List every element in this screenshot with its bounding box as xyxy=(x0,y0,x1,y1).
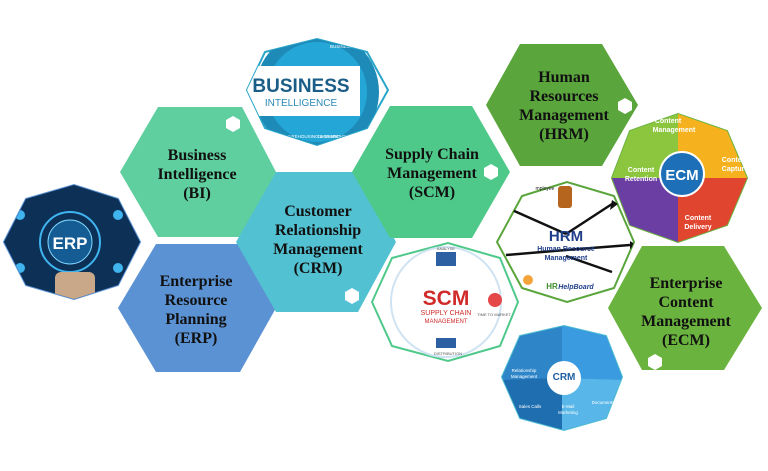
hrm-hexagon xyxy=(486,44,638,166)
scm-image-title: SCM xyxy=(423,287,470,310)
scm-image: ANALYSE SCM SUPPLY CHAIN MANAGEMENT DIST… xyxy=(370,241,520,363)
ecm-image-seg4-a: Content xyxy=(685,215,712,222)
scm-label-2: Management xyxy=(387,165,477,182)
ecm-image-seg2-b: Capture xyxy=(722,166,749,173)
crm-image-center: CRM xyxy=(553,372,576,383)
scm-image-time: TIME TO MARKET xyxy=(477,312,511,317)
ecm-image-seg2-a: Content xyxy=(722,157,749,164)
hrm-label-1: Human xyxy=(538,69,590,86)
erp-label-3: Planning xyxy=(165,311,226,328)
bi-image: BUSINESS PERFORMANCE MANAGEMENT DATA WAR… xyxy=(245,37,423,147)
bi-dot-icon xyxy=(226,116,240,132)
bi-image-segment-3: DATA ARCHITECTURE xyxy=(318,134,365,139)
hrm-dot-icon xyxy=(618,98,632,114)
crm-image-seg4: Documents xyxy=(592,400,616,405)
crm-label-2: Relationship xyxy=(275,222,361,239)
ecm-image-center: ECM xyxy=(665,167,698,184)
ecm-hexagon xyxy=(608,246,762,370)
erp-label-2: Resource xyxy=(165,292,228,309)
ecm-label-1: Enterprise xyxy=(650,275,723,292)
crm-hexagon xyxy=(236,172,396,312)
scm-image-analyse: ANALYSE xyxy=(437,246,455,251)
crm-image-seg3-b: Marketing xyxy=(558,410,578,415)
hrm-image-subtitle-2: Management xyxy=(545,255,588,262)
erp-image-label: ERP xyxy=(53,234,88,253)
crm-image-seg1-b: Management xyxy=(511,374,538,379)
bi-image-title: BUSINESS xyxy=(252,76,349,97)
ecm-image-seg1-a: Content xyxy=(655,118,682,125)
scm-dot-icon xyxy=(484,164,498,180)
hrm-label-3: Management xyxy=(519,107,609,124)
crm-image-seg2: Sales Calls xyxy=(519,404,542,409)
crm-label-3: Management xyxy=(273,241,363,258)
erp-hexagon xyxy=(118,244,276,372)
crm-image-seg1-a: Relationship xyxy=(512,368,537,373)
ecm-label-4: (ECM) xyxy=(662,332,710,349)
ecm-image-seg1-b: Management xyxy=(653,127,696,134)
ecm-image: ECM Content Management Content Capture C… xyxy=(610,112,749,244)
ecm-label-3: Management xyxy=(641,313,731,330)
scm-image-subtitle-2: MANAGEMENT xyxy=(424,319,467,325)
bi-label-1: Business xyxy=(168,147,227,164)
hrm-image-title: HRM xyxy=(549,228,583,245)
bi-image-segment-2: DATA WAREHOUSING & MINING xyxy=(272,134,341,139)
bi-image-subtitle: INTELLIGENCE xyxy=(265,98,338,109)
hrm-image-subtitle-1: Human Resource xyxy=(537,246,595,253)
hrm-image-employee: mployee xyxy=(536,186,555,192)
erp-label-1: Enterprise xyxy=(160,273,233,290)
crm-label-4: (CRM) xyxy=(294,260,343,277)
ecm-image-seg3-a: Content xyxy=(628,167,655,174)
ecm-label-2: Content xyxy=(658,294,714,311)
bi-label-3: (BI) xyxy=(183,185,211,202)
hrm-label-4: (HRM) xyxy=(539,126,589,143)
bi-hexagon xyxy=(120,107,276,237)
ecm-image-seg3-b: Retention xyxy=(625,176,657,183)
bi-label-2: Intelligence xyxy=(157,166,236,183)
bi-image-segment-1: BUSINESS PERFORMANCE MANAGEMENT xyxy=(330,44,423,49)
scm-image-subtitle-1: SUPPLY CHAIN xyxy=(421,310,472,317)
erp-image: ERP xyxy=(2,183,142,301)
scm-label-3: (SCM) xyxy=(409,184,455,201)
crm-image: CRM Relationship Management Sales Calls … xyxy=(500,324,624,432)
crm-label-1: Customer xyxy=(284,203,352,220)
hrm-image: mployee HRM Human Resource Management HR… xyxy=(495,180,636,304)
ecm-dot-icon xyxy=(648,354,662,370)
scm-image-distribution: DISTRIBUTION xyxy=(434,351,462,356)
erp-label-4: (ERP) xyxy=(175,330,218,347)
scm-hexagon xyxy=(352,106,510,238)
scm-label-1: Supply Chain xyxy=(385,146,479,163)
hrm-image-brand-prefix: HR xyxy=(546,282,558,291)
hrm-image-brand: HelpBoard xyxy=(558,284,594,291)
crm-dot-icon xyxy=(345,288,359,304)
ecm-image-seg4-b: Delivery xyxy=(684,224,711,231)
hrm-label-2: Resources xyxy=(529,88,598,105)
crm-image-seg3-a: E-Mail xyxy=(562,404,575,409)
